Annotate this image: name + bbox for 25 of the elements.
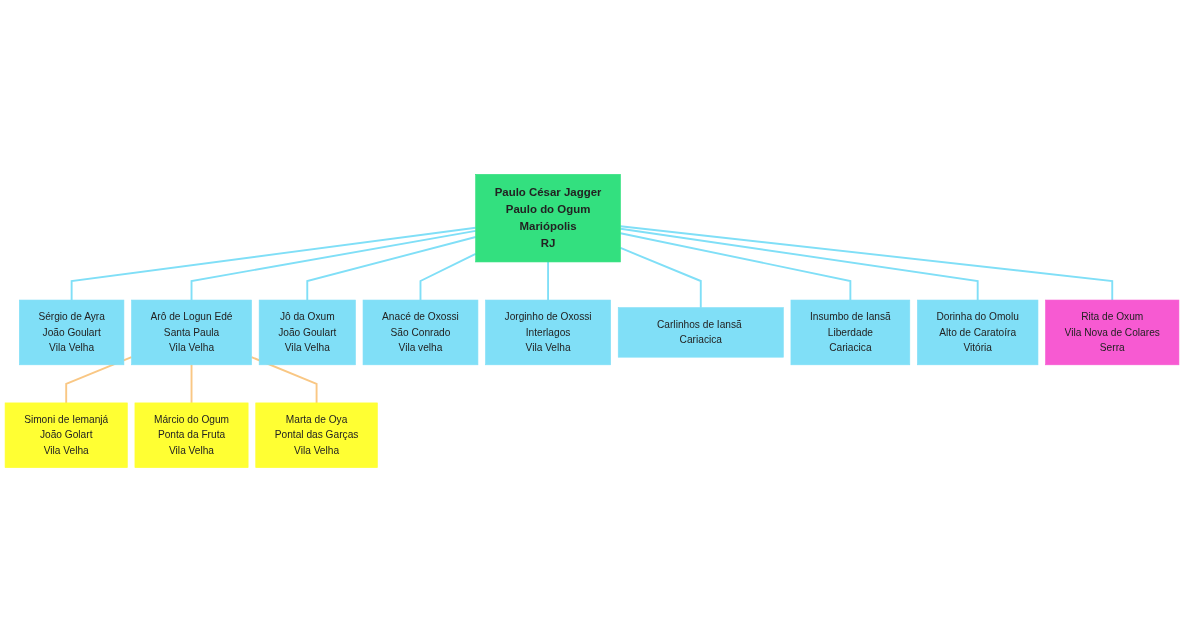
connector (190, 363, 193, 404)
connector (306, 236, 477, 301)
node-box: Márcio do Ogum Ponta da Fruta Vila Velha (134, 402, 249, 468)
connector (70, 226, 477, 301)
node-box: Jô da Oxum João Goulart Vila Velha (258, 299, 356, 366)
connector (65, 356, 133, 404)
connector (547, 261, 550, 301)
node-box: Dorinha do Omolu Alto de Caratoíra Vitória (917, 299, 1039, 366)
connector (419, 252, 477, 301)
node-box: Carlinhos de Iansã Cariacica (617, 307, 784, 358)
connector (250, 356, 318, 404)
node-box: Jorginho de Oxossi Interlagos Vila Velha (485, 299, 611, 366)
node-box: Insumbo de Iansã Liberdade Cariacica (790, 299, 911, 366)
node-box: Anacé de Oxossi São Conrado Vila velha (362, 299, 479, 366)
connector (619, 227, 979, 301)
node-box: Paulo César Jagger Paulo do Ogum Mariópolis RJ (475, 174, 621, 263)
node-box: Arô de Logun Edé Santa Paula Vila Velha (131, 299, 252, 366)
node-box: Sérgio de Ayra João Goulart Vila Velha (19, 299, 125, 366)
connector (619, 247, 702, 309)
node-box: Simoni de Iemanjá João Golart Vila Velha (4, 402, 128, 468)
connector (619, 232, 852, 301)
connector (619, 225, 1114, 301)
node-box: Marta de Oya Pontal das Garças Vila Velha (255, 402, 378, 468)
connector (190, 229, 477, 301)
node-box: Rita de Oxum Vila Nova de Colares Serra (1045, 299, 1180, 366)
